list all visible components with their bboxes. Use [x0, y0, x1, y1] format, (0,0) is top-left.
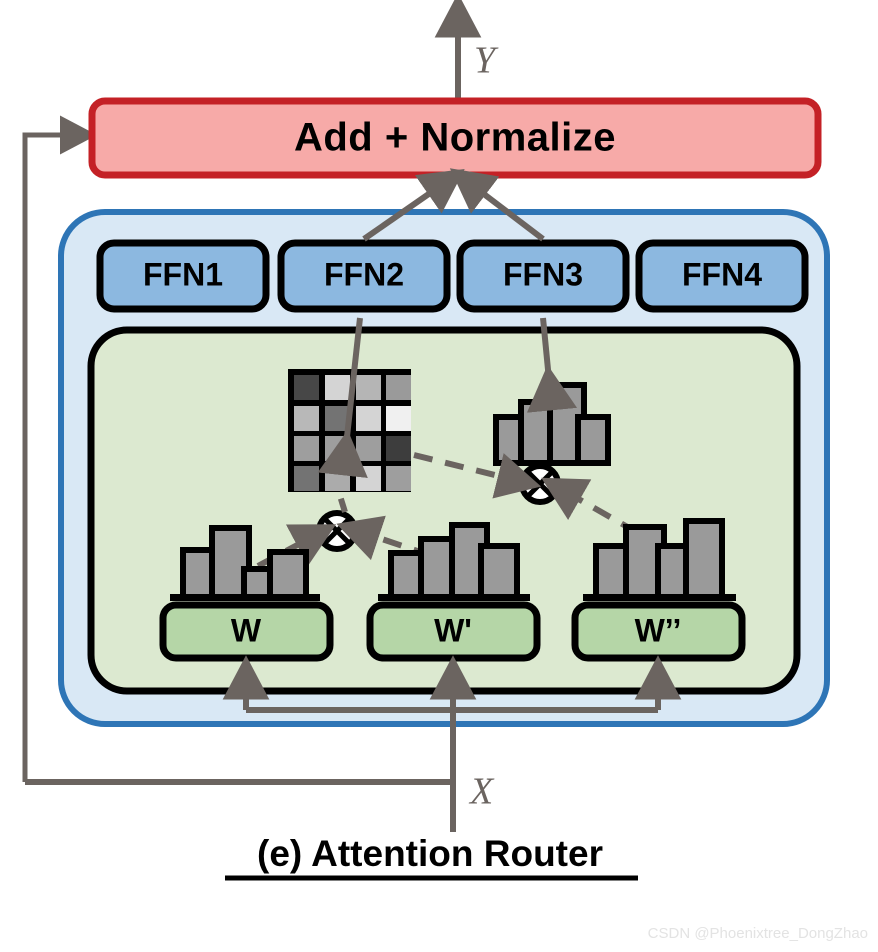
ffn-box-4[interactable]: FFN4 — [635, 239, 809, 313]
scores-to-ffn3-arrow — [526, 317, 578, 413]
w-bars — [170, 525, 320, 601]
heatmap-cell — [294, 406, 319, 431]
ffn-box-3[interactable]: FFN3 — [456, 239, 630, 313]
ffn-label-4: FFN4 — [682, 256, 762, 292]
projection-box-w-prime[interactable]: W' — [366, 601, 541, 662]
projection-box-w-double-prime[interactable]: W’’ — [571, 601, 746, 662]
projection-label-w-double-prime: W’’ — [635, 612, 682, 648]
heatmap-cell — [294, 466, 319, 491]
heatmap-cell — [325, 466, 350, 491]
heatmap-cell — [386, 375, 411, 400]
expert-output-arrows — [362, 168, 545, 242]
bar — [575, 414, 611, 466]
heatmap-to-ffn2-arrow — [317, 317, 368, 479]
ffn-box-1[interactable]: FFN1 — [96, 239, 270, 313]
heatmap-cell — [294, 375, 319, 400]
ffn-box-2[interactable]: FFN2 — [277, 239, 451, 313]
figure-caption: (e) Attention Router — [257, 833, 603, 874]
heatmap-cell — [386, 436, 411, 461]
heatmap-cell — [356, 375, 381, 400]
bar — [267, 549, 309, 600]
w-double-prime-bars — [583, 518, 736, 601]
bar — [683, 518, 725, 600]
projection-box-w[interactable]: W — [159, 601, 334, 662]
watermark-text: CSDN @Phoenixtree_DongZhao — [648, 925, 868, 942]
heatmap-cell — [294, 436, 319, 461]
ffn-label-1: FFN1 — [143, 256, 223, 292]
input-label-x: X — [468, 771, 495, 813]
ffn-expert-row: FFN1 FFN2 FFN3 FFN4 — [96, 239, 809, 313]
projection-label-w: W — [231, 612, 262, 648]
projection-label-w-prime: W' — [434, 612, 472, 648]
heatmap-cell — [356, 436, 381, 461]
matmul-left — [316, 510, 358, 552]
ffn-label-3: FFN3 — [503, 256, 583, 292]
heatmap-cell — [356, 466, 381, 491]
add-normalize-label: Add + Normalize — [294, 116, 616, 160]
input-fanout — [25, 655, 682, 832]
heatmap-cell — [325, 375, 350, 400]
bar — [478, 543, 520, 600]
add-normalize-box[interactable]: Add + Normalize — [88, 97, 822, 179]
heatmap-cell — [386, 406, 411, 431]
output-label-y: Y — [474, 40, 499, 82]
w-prime-bars — [378, 522, 530, 601]
ffn-label-2: FFN2 — [324, 256, 404, 292]
matmul-right — [519, 463, 561, 505]
residual-connection — [22, 115, 98, 782]
heatmap-cell — [386, 466, 411, 491]
heatmap-cell — [356, 406, 381, 431]
